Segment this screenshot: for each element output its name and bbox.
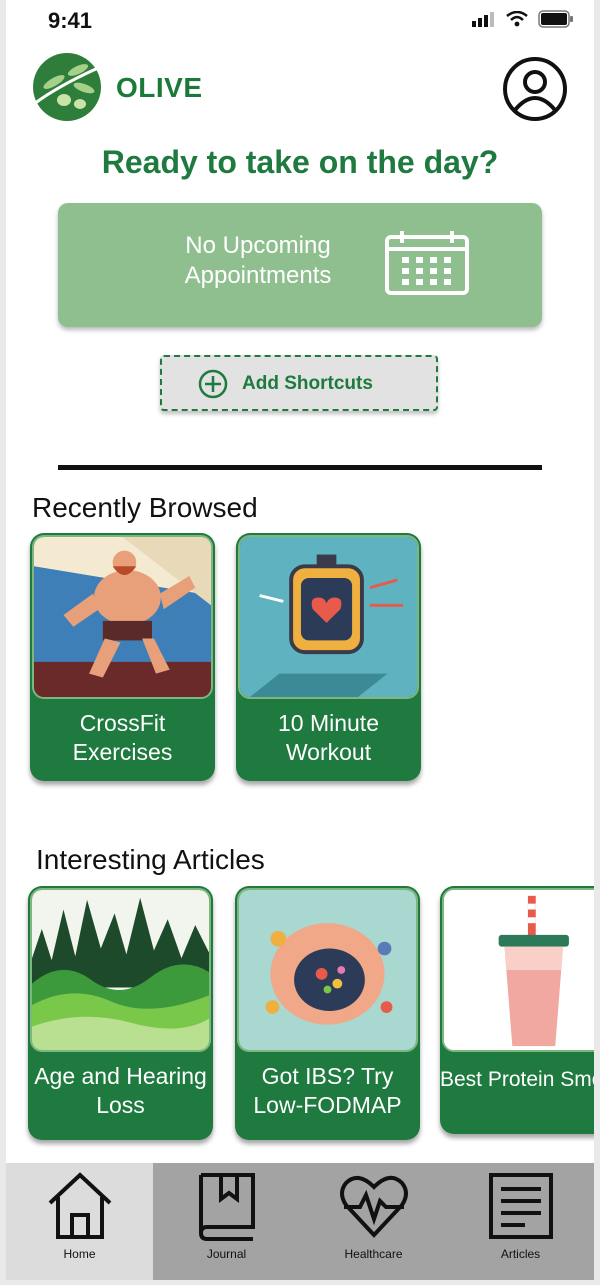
profile-icon[interactable]	[502, 56, 568, 122]
interesting-articles-title: Interesting Articles	[36, 844, 265, 875]
article-card-hearing[interactable]: Age and Hearing Loss	[28, 886, 213, 1140]
ibs-image	[237, 888, 418, 1052]
home-icon	[48, 1172, 112, 1239]
signal-icon	[472, 12, 494, 27]
heart-pulse-icon	[340, 1175, 408, 1238]
nav-label: Journal	[206, 1247, 247, 1261]
journal-icon	[198, 1173, 255, 1241]
battery-icon	[538, 10, 573, 28]
appointments-text: No Upcoming Appointments	[184, 232, 332, 289]
add-shortcuts-label: Add Shortcuts	[242, 373, 373, 394]
crossfit-image	[32, 535, 213, 699]
recently-browsed-title: Recently Browsed	[32, 492, 258, 523]
article-card-ibs[interactable]: Got IBS? Try Low-FODMAP	[235, 886, 420, 1140]
brand-name: OLIVE	[116, 72, 203, 103]
smoothie-image	[442, 888, 594, 1052]
nav-item-healthcare[interactable]: Healthcare	[300, 1163, 447, 1280]
nav-item-articles[interactable]: Articles	[447, 1163, 594, 1280]
section-divider	[58, 465, 542, 470]
article-card-smoothies[interactable]: Best Protein Smoothies	[440, 886, 594, 1134]
status-time: 9:41	[48, 8, 93, 33]
olive-logo-icon	[33, 53, 101, 121]
nav-label: Articles	[500, 1247, 541, 1261]
bottom-nav: Home Journal Healthcare	[6, 1163, 594, 1280]
wifi-icon	[506, 11, 528, 27]
articles-icon	[489, 1173, 553, 1239]
greeting-heading: Ready to take on the day?	[101, 144, 499, 180]
nav-item-journal[interactable]: Journal	[153, 1163, 300, 1280]
recent-card-crossfit[interactable]: CrossFit Exercises	[30, 533, 215, 781]
nav-label: Home	[63, 1247, 96, 1261]
calendar-icon	[385, 231, 469, 295]
nav-label: Healthcare	[344, 1247, 403, 1261]
article-card-label: Best Protein Smoothies	[440, 1068, 594, 1091]
add-shortcuts-button[interactable]: Add Shortcuts	[160, 355, 438, 411]
recent-card-workout[interactable]: 10 Minute Workout	[236, 533, 421, 781]
recent-card-label: CrossFit Exercises	[72, 710, 173, 765]
article-card-label: Got IBS? Try Low-FODMAP	[253, 1063, 402, 1118]
app-screen: 9:41 OLIVE Ready to tak	[6, 0, 594, 1280]
hearing-image	[30, 888, 211, 1052]
workout-timer-image	[238, 535, 419, 699]
status-icons	[472, 10, 574, 28]
appointments-card[interactable]: No Upcoming Appointments	[58, 203, 542, 327]
plus-circle-icon	[198, 369, 228, 399]
article-card-label: Age and Hearing Loss	[34, 1063, 207, 1118]
nav-item-home[interactable]: Home	[6, 1163, 153, 1280]
recent-card-label: 10 Minute Workout	[277, 710, 379, 765]
